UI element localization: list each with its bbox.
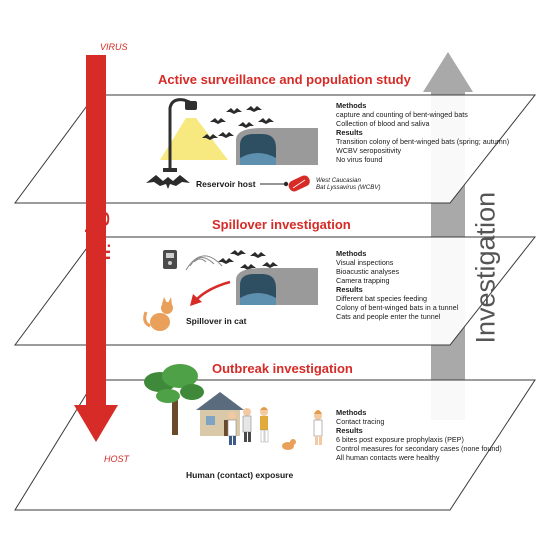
layer-1-details: Methods capture and counting of bent-win…: [336, 101, 509, 164]
host-label: HOST: [104, 454, 130, 464]
result-item: Control measures for secondary cases (no…: [336, 444, 502, 453]
method-item: capture and counting of bent-winged bats: [336, 110, 468, 119]
result-item: Transition colony of bent-winged bats (s…: [336, 137, 510, 146]
method-item: Contact tracing: [336, 417, 385, 426]
virus-label: VIRUS: [100, 42, 128, 52]
investigation-label: Investigation: [470, 191, 501, 344]
acoustic-recorder-icon: [163, 250, 177, 269]
result-item: Different bat species feeding: [336, 294, 427, 303]
methods-heading: Methods: [336, 101, 367, 110]
results-heading: Results: [336, 426, 363, 435]
layer-1-title: Active surveillance and population study: [158, 72, 411, 87]
result-item: WCBV seropositivity: [336, 146, 402, 155]
results-heading: Results: [336, 285, 363, 294]
tunnel-icon: [236, 128, 318, 165]
method-item: Bioacustic analyses: [336, 267, 400, 276]
layer-3-title: Outbreak investigation: [212, 361, 353, 376]
layer-plane-3: [14, 379, 536, 511]
spillover-arrow: [74, 55, 118, 442]
cat-icon-2: [282, 439, 296, 450]
layer-2-details: Methods Visual inspections Bioacustic an…: [336, 249, 458, 321]
layer-2-caption: Spillover in cat: [186, 316, 247, 326]
result-item: 6 bites post exposure prophylaxis (PEP): [336, 435, 464, 444]
street-lamp-icon: [160, 98, 228, 172]
cat-icon: [143, 297, 173, 331]
layer-1-caption: Reservoir host: [196, 179, 256, 189]
virus-particle-icon: [288, 175, 310, 192]
layer-3-details: Methods Contact tracing Results 6 bites …: [336, 408, 502, 462]
result-item: No virus found: [336, 155, 383, 164]
bat-icon: [146, 175, 190, 189]
virus-name: West Caucasian Bat Lyssavirus (WCBV): [316, 177, 381, 191]
result-item: All human contacts were healthy: [336, 453, 440, 462]
method-item: Visual inspections: [336, 258, 394, 267]
methods-heading: Methods: [336, 249, 367, 258]
doctor-icon: [313, 410, 323, 445]
sound-waves-icon: [185, 255, 223, 271]
virus-name-line-2: Bat Lyssavirus (WCBV): [316, 184, 381, 191]
spillover-label: Spillover: [84, 209, 115, 314]
layer-3-caption: Human (contact) exposure: [186, 470, 294, 480]
method-item: Camera trapping: [336, 276, 390, 285]
method-item: Collection of blood and saliva: [336, 119, 430, 128]
bat-colony-icon: [202, 106, 274, 140]
results-heading: Results: [336, 128, 363, 137]
spillover-curve-arrow: [190, 280, 231, 306]
tunnel-icon-2: [236, 268, 318, 305]
virus-name-line-1: West Caucasian: [316, 177, 361, 184]
methods-heading: Methods: [336, 408, 367, 417]
result-item: Colony of bent-winged bats in a tunnel: [336, 303, 459, 312]
people-group-icon: [227, 407, 269, 445]
tree-icon: [144, 364, 204, 435]
connector-line: [260, 181, 289, 187]
result-item: Cats and people enter the tunnel: [336, 312, 441, 321]
layer-2-title: Spillover investigation: [212, 217, 351, 232]
bat-colony-icon-2: [218, 250, 278, 270]
